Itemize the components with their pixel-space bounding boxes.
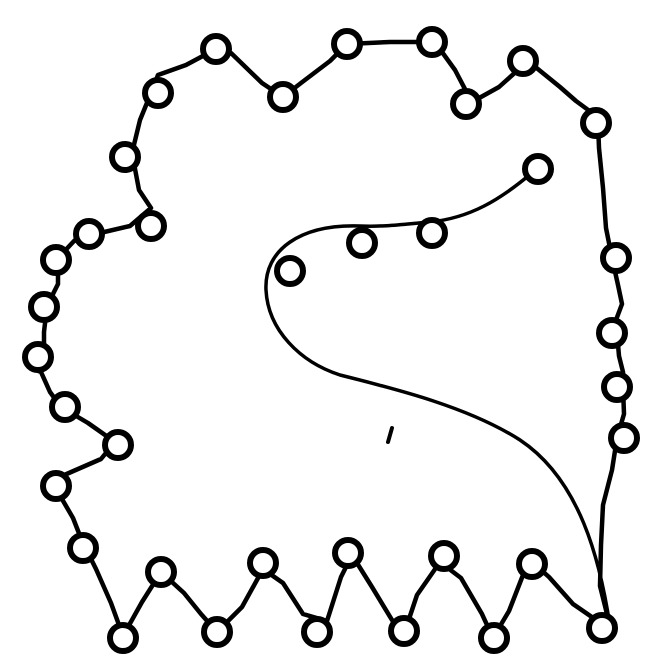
chain-node (76, 221, 102, 247)
chain-node (604, 374, 630, 400)
chain-node (25, 344, 51, 370)
chain-node (334, 31, 360, 57)
chain-node (31, 294, 57, 320)
chain-node (110, 625, 136, 651)
chain-node (510, 48, 536, 74)
chain-node (453, 91, 479, 117)
chain-node (43, 247, 69, 273)
chain-node (481, 625, 507, 651)
chain-node (203, 36, 229, 62)
chain-node (603, 245, 629, 271)
chain-node (43, 473, 69, 499)
chain-node (611, 425, 637, 451)
chain-node (52, 394, 78, 420)
chain-node (519, 551, 545, 577)
chain-node (138, 213, 164, 239)
chain-node (419, 220, 445, 246)
chain-node (250, 550, 276, 576)
chain-node (204, 619, 230, 645)
chain-node (419, 29, 445, 55)
chain-node (145, 80, 171, 106)
chain-node (599, 320, 625, 346)
chain-node (583, 110, 609, 136)
chain-node (431, 543, 457, 569)
chain-node (525, 156, 551, 182)
chain-node (277, 258, 303, 284)
chain-node (589, 615, 615, 641)
chain-node (105, 432, 131, 458)
chain-node (335, 540, 361, 566)
chain-node (349, 230, 375, 256)
chain-node (270, 84, 296, 110)
chain-node (148, 559, 174, 585)
chain-node (391, 618, 417, 644)
chain-node (112, 144, 138, 170)
chain-node (304, 619, 330, 645)
chain-node (70, 535, 96, 561)
